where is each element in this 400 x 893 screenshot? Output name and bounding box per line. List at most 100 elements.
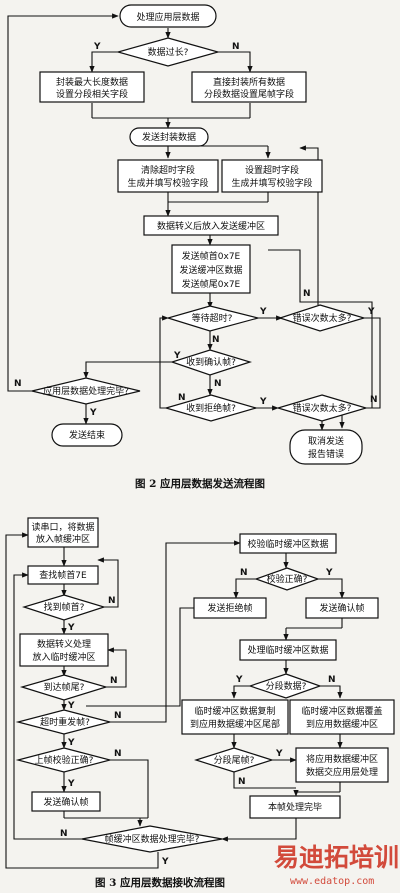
fig3-check-ok-text: 校验正确? bbox=[267, 573, 308, 585]
fig3-escape-line2: 放入临时缓冲区 bbox=[32, 651, 95, 663]
fig3-label-n: N bbox=[108, 596, 116, 606]
fig2-label-n: N bbox=[370, 395, 378, 405]
fig2-connectors bbox=[7, 13, 381, 431]
fig2-set-timeout-box bbox=[221, 159, 323, 193]
fig3-send-ack-left-text: 发送确认帧 bbox=[43, 796, 88, 808]
fig3-escape-box bbox=[19, 633, 109, 667]
fig3-seg-tail-text: 分段尾帧? bbox=[214, 754, 255, 766]
fig2-got-reject-text: 收到拒绝帧? bbox=[186, 402, 236, 414]
fig3-decision-prev-check bbox=[15, 747, 113, 773]
fig3-label-y: Y bbox=[275, 749, 283, 759]
fig2-nodes: 处理应用层数据 数据过长? 封装最大长度数据 设置分段相关字段 直接封装所有数据… bbox=[31, 4, 369, 465]
fig2-escape-text: 数据转义后放入发送缓冲区 bbox=[157, 220, 265, 232]
fig3-label-n: N bbox=[238, 777, 246, 787]
fig2-set-timeout-line1: 设置超时字段 bbox=[245, 164, 299, 176]
fig2-app-done-text: 应用层数据处理完毕? bbox=[43, 385, 129, 397]
fig2-send-frame-box bbox=[171, 244, 251, 294]
fig2-label-n: N bbox=[303, 289, 311, 299]
fig3-send-ack-right bbox=[305, 597, 379, 619]
fig3-overwrite-line1: 临时缓冲区数据覆盖 bbox=[301, 705, 382, 717]
fig3-timeout-resend-text: 超时重发帧? bbox=[40, 716, 90, 728]
fig3-overwrite-box bbox=[289, 699, 395, 735]
fig2-label-n: N bbox=[178, 393, 186, 403]
fig3-decision-seg-tail bbox=[194, 747, 274, 773]
fig2-wrap-all-line1: 直接封装所有数据 bbox=[213, 76, 285, 88]
fig2-got-ack-text: 收到确认帧? bbox=[186, 356, 236, 368]
fig3-branch-labels: N Y N Y N Y N Y N Y N Y Y N Y N bbox=[60, 568, 336, 867]
fig2-decision-errors-1 bbox=[278, 304, 367, 332]
fig3-found-head-text: 找到帧首? bbox=[44, 601, 85, 613]
fig2-label-y: Y bbox=[173, 351, 181, 361]
fig3-label-y: Y bbox=[67, 623, 75, 633]
fig2-wait-timeout-text: 等待超时? bbox=[192, 312, 233, 324]
fig3-decision-frame-buf-done bbox=[81, 825, 223, 853]
fig2-clear-timeout-line1: 清除超时字段 bbox=[141, 164, 195, 176]
fig3-read-port-box bbox=[27, 517, 99, 548]
fig3-label-y: Y bbox=[325, 568, 333, 578]
fig3-overwrite-line2: 到应用数据缓冲区 bbox=[306, 718, 378, 730]
fig2-label-y: Y bbox=[367, 307, 375, 317]
fig3-nodes: 读串口，将数据 放入帧缓冲区 查找帧首7E 找到帧首? 数据转义处理 放入临时缓… bbox=[15, 517, 395, 853]
fig3-frame-done-text: 本帧处理完毕 bbox=[268, 801, 322, 813]
fig2-wrap-max-line1: 封装最大长度数据 bbox=[56, 76, 128, 88]
fig2-wrap-all-line2: 分段数据设置尾帧字段 bbox=[204, 88, 294, 100]
fig3-escape-line1: 数据转义处理 bbox=[37, 638, 91, 650]
fig2-too-long-text: 数据过长? bbox=[148, 46, 189, 58]
fig2-wrap-max-line2: 设置分段相关字段 bbox=[56, 88, 128, 100]
fig2-send-frame-line1: 发送帧首0x7E bbox=[182, 250, 241, 262]
fig3-label-y: Y bbox=[235, 675, 243, 685]
fig3-label-y: Y bbox=[67, 779, 75, 789]
fig3-verify-box bbox=[239, 533, 337, 554]
fig3-reach-tail-text: 到达帧尾? bbox=[44, 681, 85, 693]
fig2-label-n: N bbox=[14, 379, 22, 389]
fig3-find-head-text: 查找帧首7E bbox=[39, 569, 87, 581]
fig2-send-frame-line2: 发送缓冲区数据 bbox=[179, 264, 242, 276]
fig2-start-text: 处理应用层数据 bbox=[136, 11, 199, 23]
fig3-frame-done-box bbox=[249, 795, 341, 819]
fig3-send-reject-text: 发送拒绝帧 bbox=[207, 602, 252, 614]
fig2-wrap-all-box bbox=[191, 71, 307, 103]
fig3-segmented-text: 分段数据? bbox=[266, 680, 307, 692]
fig3-to-app-box bbox=[295, 747, 389, 783]
fig3-caption: 图 3 应用层数据接收流程图 bbox=[95, 876, 225, 889]
fig3-send-reject bbox=[193, 597, 267, 619]
fig3-label-n: N bbox=[114, 749, 122, 759]
fig2-start-terminator bbox=[119, 4, 217, 28]
fig3-label-n: N bbox=[110, 676, 118, 686]
fig3-decision-reach-tail bbox=[19, 674, 109, 701]
fig3-label-y: Y bbox=[67, 738, 75, 748]
fig2-send-wrapped-text: 发送封装数据 bbox=[142, 131, 196, 143]
fig3-to-app-line1: 将应用数据缓冲区 bbox=[306, 753, 378, 765]
fig2-decision-too-long bbox=[115, 37, 221, 67]
fig2-decision-got-reject bbox=[163, 394, 259, 422]
fig2-clear-timeout-line2: 生成并填写校验字段 bbox=[127, 177, 208, 189]
fig3-prev-check-text: 上帧校验正确? bbox=[35, 754, 94, 766]
fig2-send-frame-line3: 发送帧尾0x7E bbox=[182, 278, 241, 290]
watermark-url: www.edatop.com bbox=[290, 876, 374, 887]
fig2-label-n: N bbox=[232, 42, 240, 52]
fig3-label-n: N bbox=[114, 711, 122, 721]
fig3-decision-found-head bbox=[21, 594, 107, 621]
fig2-wrap-max-box bbox=[39, 71, 145, 103]
fig3-read-port-line1: 读串口，将数据 bbox=[31, 521, 94, 533]
fig2-decision-wait-timeout bbox=[165, 305, 261, 332]
fig2-branch-labels: Y N Y Y N N Y N Y N N Y N bbox=[14, 42, 378, 418]
fig2-label-y: Y bbox=[259, 397, 267, 407]
fig3-verify-text: 校验临时缓冲区数据 bbox=[247, 538, 328, 550]
fig3-decision-segmented bbox=[248, 673, 322, 699]
fig2-cancel-line2: 报告错误 bbox=[308, 448, 344, 460]
fig3-send-ack-left bbox=[31, 791, 101, 812]
watermark-brand: 易迪拓培训 bbox=[274, 843, 399, 872]
fig2-decision-got-ack bbox=[170, 349, 253, 376]
fig2-cancel-box bbox=[289, 429, 363, 465]
fig2-send-end bbox=[51, 423, 123, 447]
fig3-decision-timeout-resend bbox=[15, 709, 113, 735]
fig3-copy-tail-box bbox=[181, 699, 289, 735]
fig3-copy-tail-line2: 到应用数据缓冲区尾部 bbox=[190, 718, 280, 730]
fig3-frame-buf-done-text: 帧缓冲区数据处理完毕? bbox=[105, 833, 200, 845]
fig2-label-y: Y bbox=[93, 42, 101, 52]
fig2-label-n: N bbox=[212, 335, 220, 345]
fig2-cancel-line1: 取消发送 bbox=[308, 435, 344, 447]
fig3-read-port-line2: 放入帧缓冲区 bbox=[36, 533, 90, 545]
